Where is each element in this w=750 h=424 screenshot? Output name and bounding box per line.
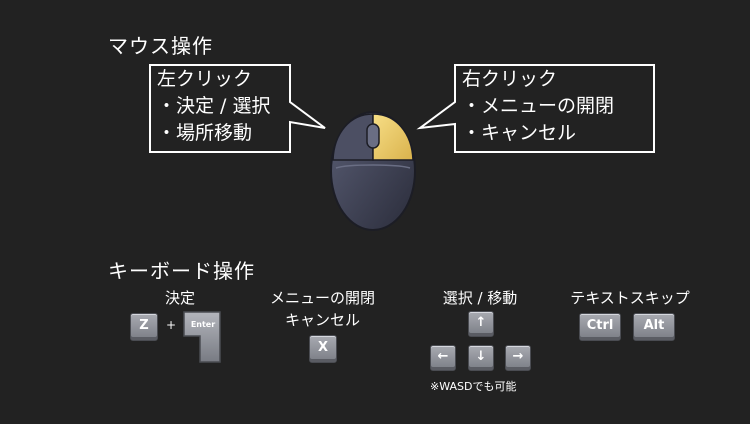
enter-key-label: Enter xyxy=(191,320,215,329)
x-key: X xyxy=(309,335,337,363)
plus-sign: + xyxy=(166,318,177,332)
enter-key: Enter xyxy=(183,311,221,363)
mouse-section-title: マウス操作 xyxy=(108,34,213,58)
right-arrow-icon: → xyxy=(512,349,524,364)
right-click-item-1: ・メニューの開閉 xyxy=(462,95,615,117)
left-click-item-2: ・場所移動 xyxy=(157,122,253,144)
left-click-heading: 左クリック xyxy=(157,68,253,90)
down-arrow-icon: ↓ xyxy=(475,349,487,364)
alt-key-label: Alt xyxy=(643,318,665,333)
left-click-bubble xyxy=(149,64,326,153)
right-arrow-key: → xyxy=(505,345,531,371)
z-key-label: Z xyxy=(139,318,149,333)
left-click-text: 左クリック ・決定 / 選択 ・場所移動 xyxy=(157,66,270,147)
up-arrow-key: ↑ xyxy=(468,311,494,337)
move-label: 選択 / 移動 xyxy=(442,289,518,307)
right-click-heading: 右クリック xyxy=(462,68,558,90)
z-key: Z xyxy=(130,313,158,341)
keyboard-section-title: キーボード操作 xyxy=(108,259,255,283)
menu-label-line1: メニューの開閉 xyxy=(269,289,375,307)
left-arrow-key: ← xyxy=(430,345,456,371)
wasd-note: ※WASDでも可能 xyxy=(430,380,517,393)
up-arrow-icon: ↑ xyxy=(475,315,487,330)
skip-label: テキストスキップ xyxy=(570,289,690,307)
confirm-label: 決定 xyxy=(164,289,195,307)
right-click-bubble xyxy=(416,64,655,153)
alt-key: Alt xyxy=(633,313,675,341)
left-arrow-icon: ← xyxy=(437,349,449,364)
ctrl-key-label: Ctrl xyxy=(586,318,614,333)
right-click-item-2: ・キャンセル xyxy=(462,122,577,144)
x-key-label: X xyxy=(317,340,329,355)
mouse-icon xyxy=(330,111,416,231)
right-click-text: 右クリック ・メニューの開閉 ・キャンセル xyxy=(462,66,614,147)
left-click-item-1: ・決定 / 選択 xyxy=(157,95,271,117)
menu-label-line2: キャンセル xyxy=(284,311,360,329)
ctrl-key: Ctrl xyxy=(579,313,621,341)
down-arrow-key: ↓ xyxy=(468,345,494,371)
